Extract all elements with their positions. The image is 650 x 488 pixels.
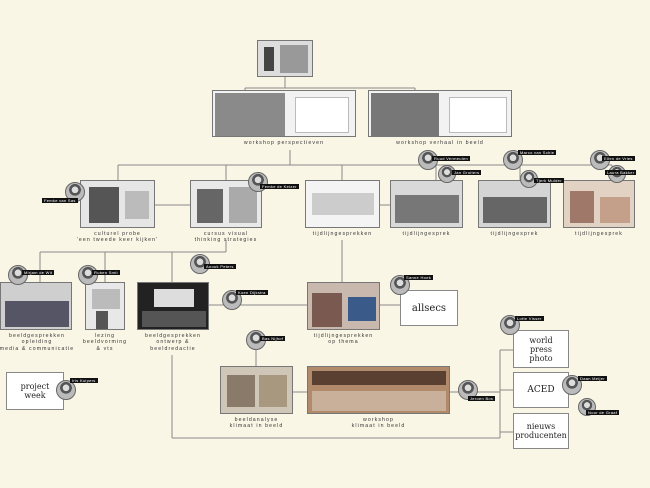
person-avatar bbox=[562, 375, 582, 395]
person-tag: Anouk Peters bbox=[204, 264, 236, 269]
caption-tijdlijn-thema: tijdlijngesprekken op thema bbox=[313, 333, 374, 346]
person-tag: Laura Bakker bbox=[605, 170, 637, 175]
caption-beeldgesprekken-opleiding: beeldgesprekken opleiding media & commun… bbox=[0, 333, 75, 352]
photo-beeldgesprekken-opleiding bbox=[0, 282, 72, 330]
photo-tijdlijn-1 bbox=[305, 180, 380, 228]
photo-beeldanalyse bbox=[220, 366, 293, 414]
person-tag: Jan Gruiters bbox=[452, 170, 482, 175]
logo-nieuws-producenten: nieuws producenten bbox=[513, 413, 569, 449]
person-tag: Ellen de Vries bbox=[602, 156, 635, 161]
caption-cursus-visual: cursus visual thinking strategies bbox=[194, 231, 258, 244]
photo-culturele-probe bbox=[80, 180, 155, 228]
person-avatar bbox=[503, 150, 523, 170]
photo-tijdlijn-2 bbox=[390, 180, 463, 228]
person-tag: Femke van Sas bbox=[42, 198, 78, 203]
person-tag: Noor de Graaf bbox=[586, 410, 620, 415]
person-avatar bbox=[56, 380, 76, 400]
person-avatar bbox=[390, 275, 410, 295]
caption-workshop-klimaat: workshop klimaat in beeld bbox=[351, 417, 406, 430]
person-tag: Femke de Keizer bbox=[260, 184, 299, 189]
logo-world-press-photo: world press photo bbox=[513, 330, 569, 368]
photo-lezing bbox=[85, 282, 125, 330]
person-avatar bbox=[8, 265, 28, 285]
person-tag: Ruud Vermeulen bbox=[432, 156, 470, 161]
photo-top bbox=[257, 40, 313, 77]
caption-culturele-probe: culturel probe 'een tweede keer kijken' bbox=[76, 231, 159, 244]
person-tag: Marco van Schie bbox=[518, 150, 557, 155]
person-tag: Jeroen Bos bbox=[468, 396, 496, 401]
caption-tijdlijn-1: tijdlijngesprekken bbox=[312, 231, 373, 237]
person-tag: Koen Dijkstra bbox=[236, 290, 268, 295]
person-avatar bbox=[248, 172, 268, 192]
person-avatar bbox=[222, 290, 242, 310]
photo-workshop-verhaal bbox=[368, 90, 512, 137]
caption-tijdlijn-3: tijdlijngesprek bbox=[490, 231, 539, 237]
photo-beeldgesprekken-ontwerp bbox=[137, 282, 209, 330]
photo-tijdlijn-4 bbox=[563, 180, 635, 228]
caption-workshop-verhaal: workshop verhaal in beeld bbox=[396, 140, 484, 146]
person-tag: Ruben Smit bbox=[92, 270, 120, 275]
person-tag: Daan Meijer bbox=[578, 376, 607, 381]
person-tag: Sanne Hoek bbox=[404, 275, 434, 280]
person-tag: Tjerk Mulder bbox=[534, 178, 564, 183]
photo-workshop-klimaat bbox=[307, 366, 450, 414]
photo-tijdlijn-thema bbox=[307, 282, 380, 330]
caption-workshop-perspectieven: workshop perspectieven bbox=[243, 140, 325, 146]
caption-tijdlijn-2: tijdlijngesprek bbox=[402, 231, 451, 237]
person-tag: Bas Nijhof bbox=[260, 336, 286, 341]
caption-beeldgesprekken-ontwerp: beeldgesprekken ontwerp & beeldredactie bbox=[144, 333, 201, 352]
person-tag: Mirjam de Wit bbox=[22, 270, 55, 275]
logo-allsecs: allsecs bbox=[400, 290, 458, 326]
caption-lezing: lezing beeldvorming & vts bbox=[82, 333, 128, 352]
caption-beeldanalyse: beeldanalyse klimaat in beeld bbox=[229, 417, 284, 430]
photo-cursus-visual bbox=[190, 180, 262, 228]
person-tag: Iris Kuipers bbox=[70, 378, 98, 383]
person-tag: Lotte Visser bbox=[515, 316, 544, 321]
logo-aced: ACED bbox=[513, 372, 569, 408]
photo-workshop-perspectieven bbox=[212, 90, 356, 137]
person-avatar bbox=[78, 265, 98, 285]
photo-tijdlijn-3 bbox=[478, 180, 551, 228]
caption-tijdlijn-4: tijdlijngesprek bbox=[575, 231, 623, 237]
